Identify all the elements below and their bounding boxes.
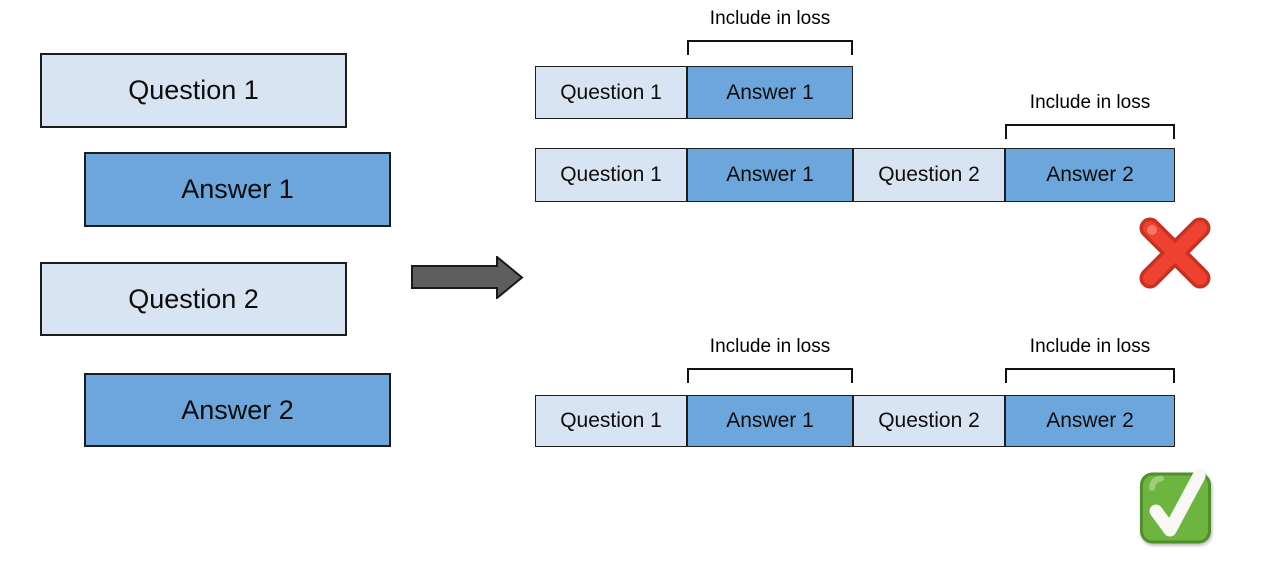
loss-bracket-pair-row: [687, 40, 853, 55]
source-block-question-2: Question 2: [40, 262, 347, 336]
rejected-packed-segment-answer-2: Answer 2: [1005, 148, 1175, 202]
loss-annotation-pair-row: Include in loss: [709, 8, 831, 29]
accepted-packed-segment-answer-2-label: Answer 2: [1046, 409, 1134, 432]
rejected-packed-segment-answer-2-label: Answer 2: [1046, 163, 1134, 186]
right-arrow-icon: [411, 256, 524, 299]
rejected-packed-segment-answer-1: Answer 1: [687, 148, 853, 202]
accepted-packed-segment-answer-2: Answer 2: [1005, 395, 1175, 447]
accepted-packed-segment-question-1: Question 1: [535, 395, 687, 447]
accepted-packed-segment-answer-1: Answer 1: [687, 395, 853, 447]
loss-bracket-accepted-answer-2: [1005, 368, 1175, 383]
check-icon: [1140, 469, 1211, 544]
pair-row-segment-answer-1-label: Answer 1: [726, 80, 814, 104]
loss-bracket-rejected-answer-2: [1005, 124, 1175, 139]
accepted-packed-segment-question-2-label: Question 2: [878, 409, 980, 432]
loss-bracket-accepted-answer-1: [687, 368, 853, 383]
cross-icon: [1139, 217, 1211, 289]
loss-annotation-accepted-answer-2: Include in loss: [1029, 336, 1151, 357]
rejected-packed-segment-question-1-label: Question 1: [560, 163, 662, 186]
accepted-packed-segment-question-2: Question 2: [853, 395, 1005, 447]
source-block-answer-2: Answer 2: [84, 373, 391, 447]
accepted-packed-segment-question-1-label: Question 1: [560, 409, 662, 432]
source-block-question-1: Question 1: [40, 53, 347, 128]
source-block-answer-1-label: Answer 1: [181, 174, 294, 204]
source-block-answer-2-label: Answer 2: [181, 394, 294, 425]
pair-row-segment-answer-1: Answer 1: [687, 66, 853, 119]
loss-annotation-rejected-answer-2: Include in loss: [1029, 92, 1151, 113]
rejected-packed-segment-answer-1-label: Answer 1: [726, 163, 814, 186]
pair-row-segment-question-1-label: Question 1: [560, 80, 662, 104]
rejected-packed-segment-question-1: Question 1: [535, 148, 687, 202]
source-block-question-2-label: Question 2: [128, 283, 259, 314]
rejected-packed-segment-question-2-label: Question 2: [878, 163, 980, 186]
loss-annotation-accepted-answer-1: Include in loss: [709, 336, 831, 357]
source-block-answer-1: Answer 1: [84, 152, 391, 227]
pair-row-segment-question-1: Question 1: [535, 66, 687, 119]
source-block-question-1-label: Question 1: [128, 75, 259, 105]
rejected-packed-segment-question-2: Question 2: [853, 148, 1005, 202]
accepted-packed-segment-answer-1-label: Answer 1: [726, 409, 814, 432]
